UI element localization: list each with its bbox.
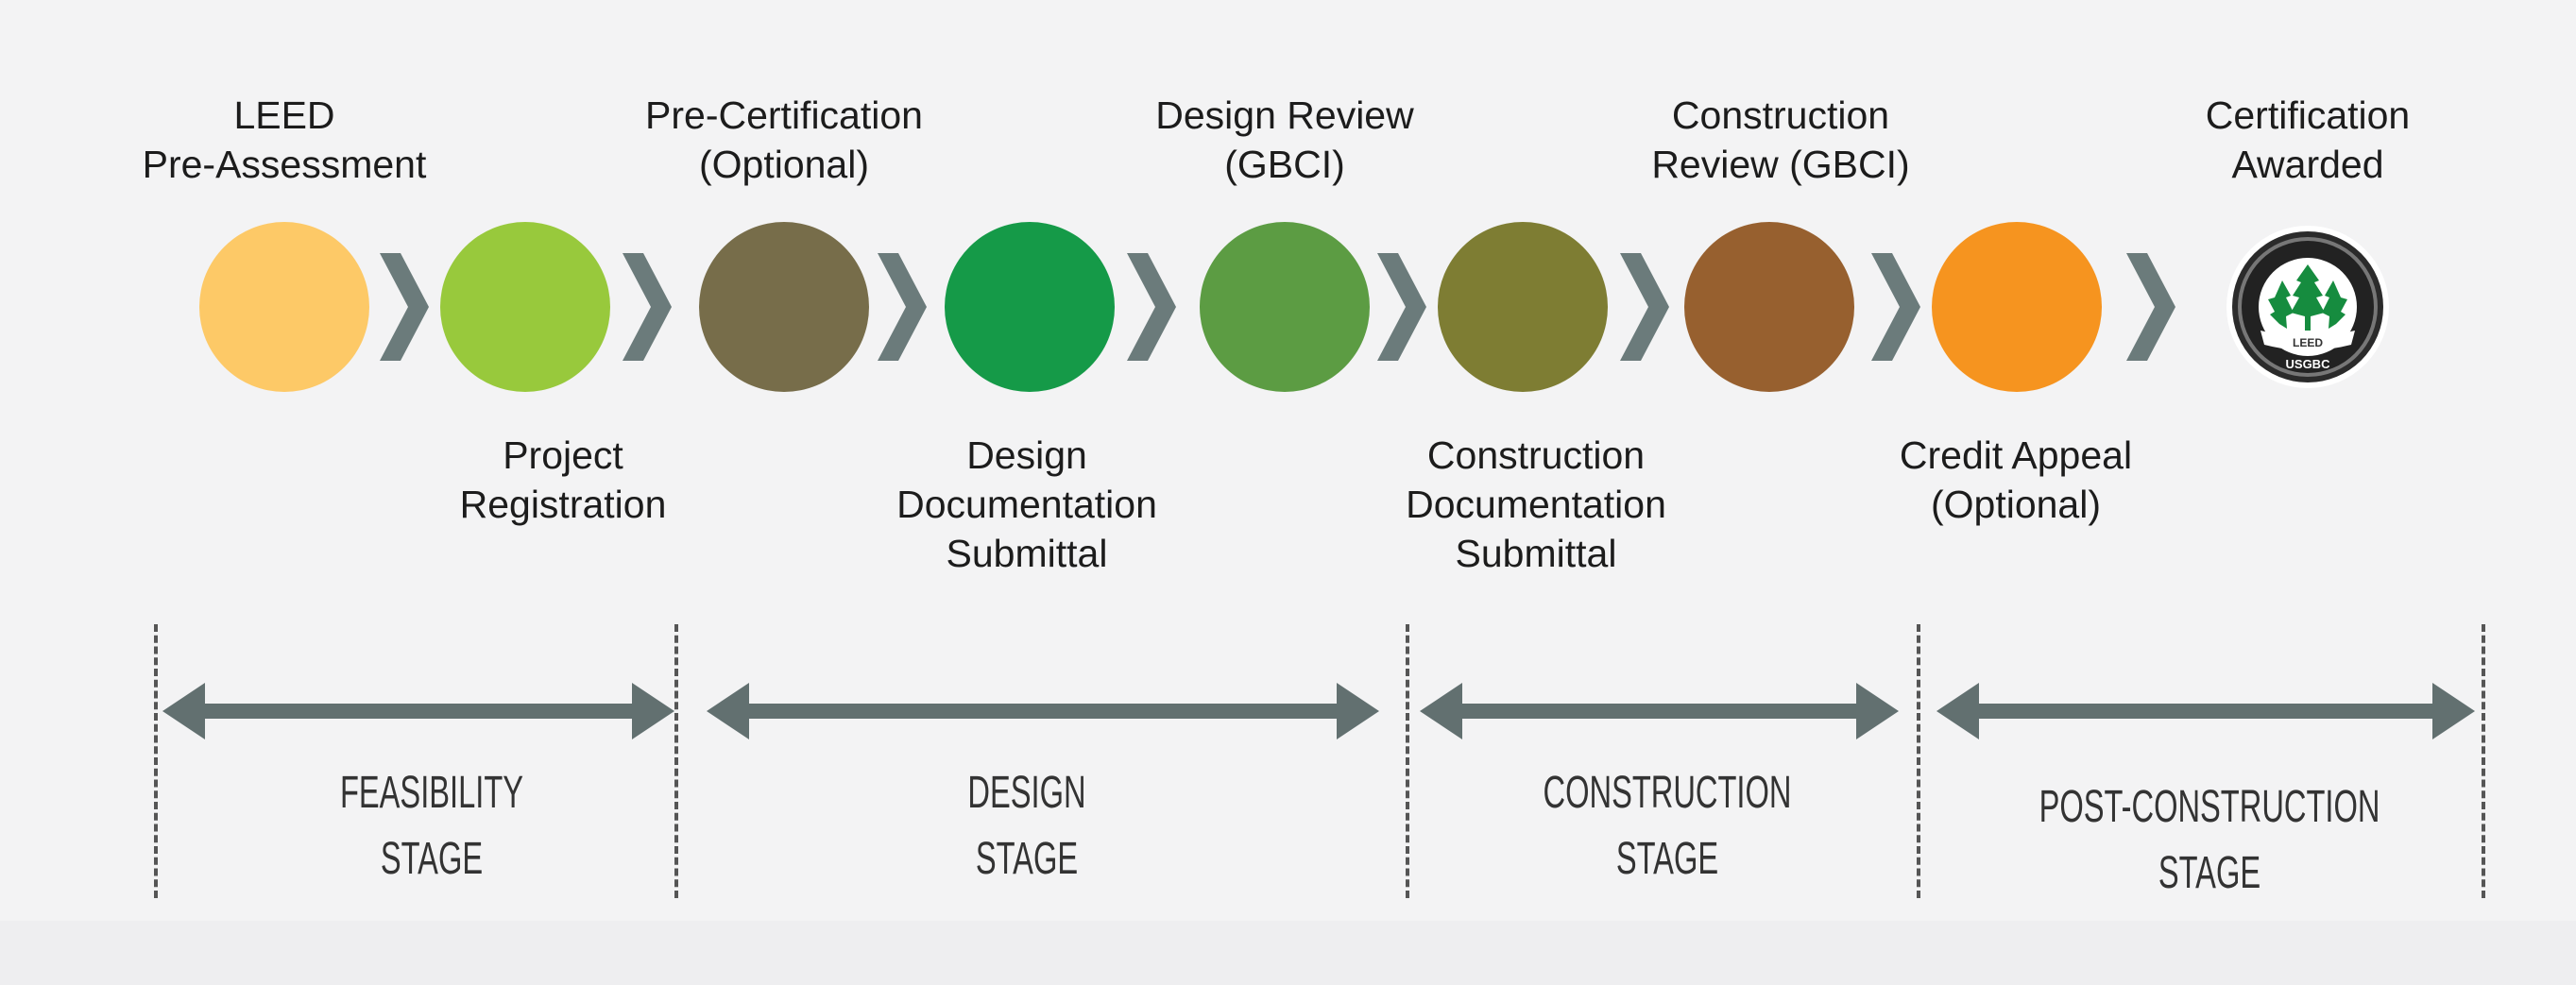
step-label-pre-certification: Pre-Certification(Optional) [645,93,923,186]
step-circle-project-registration [440,222,610,392]
step-circle-pre-certification [699,222,869,392]
svg-text:LEED: LEED [2293,336,2323,349]
step-circle-pre-assessment [199,222,369,392]
step-circle-construction-review [1684,222,1854,392]
usgbc-leed-logo-icon: LEED USGBC [2226,226,2389,388]
stage-divider [1406,624,1409,898]
stage-divider [2482,624,2485,898]
svg-text:USGBC: USGBC [2286,357,2331,371]
chevron-right-icon [2126,253,2175,361]
chevron-right-icon [1377,253,1426,361]
chevron-right-icon [1871,253,1920,361]
chevron-right-icon [623,253,672,361]
step-circle-design-review [1200,222,1370,392]
step-circle-credit-appeal [1932,222,2102,392]
feasibility-stage-span-arrow [162,683,674,739]
stage-divider [1917,624,1920,898]
stage-divider [674,624,678,898]
step-circle-design-documentation [945,222,1115,392]
construction-stage-span-arrow [1420,683,1899,739]
step-circle-construction-documentation [1438,222,1608,392]
step-label-credit-appeal: Credit Appeal(Optional) [1899,433,2133,526]
step-label-design-review: Design Review(GBCI) [1155,93,1414,186]
chevron-right-icon [1620,253,1669,361]
chevron-right-icon [1127,253,1176,361]
bottom-strip [0,921,2576,985]
stage-divider [154,624,158,898]
design-stage-span-arrow [707,683,1379,739]
chevron-right-icon [878,253,927,361]
post-construction-stage-span-arrow [1936,683,2475,739]
chevron-right-icon [380,253,429,361]
